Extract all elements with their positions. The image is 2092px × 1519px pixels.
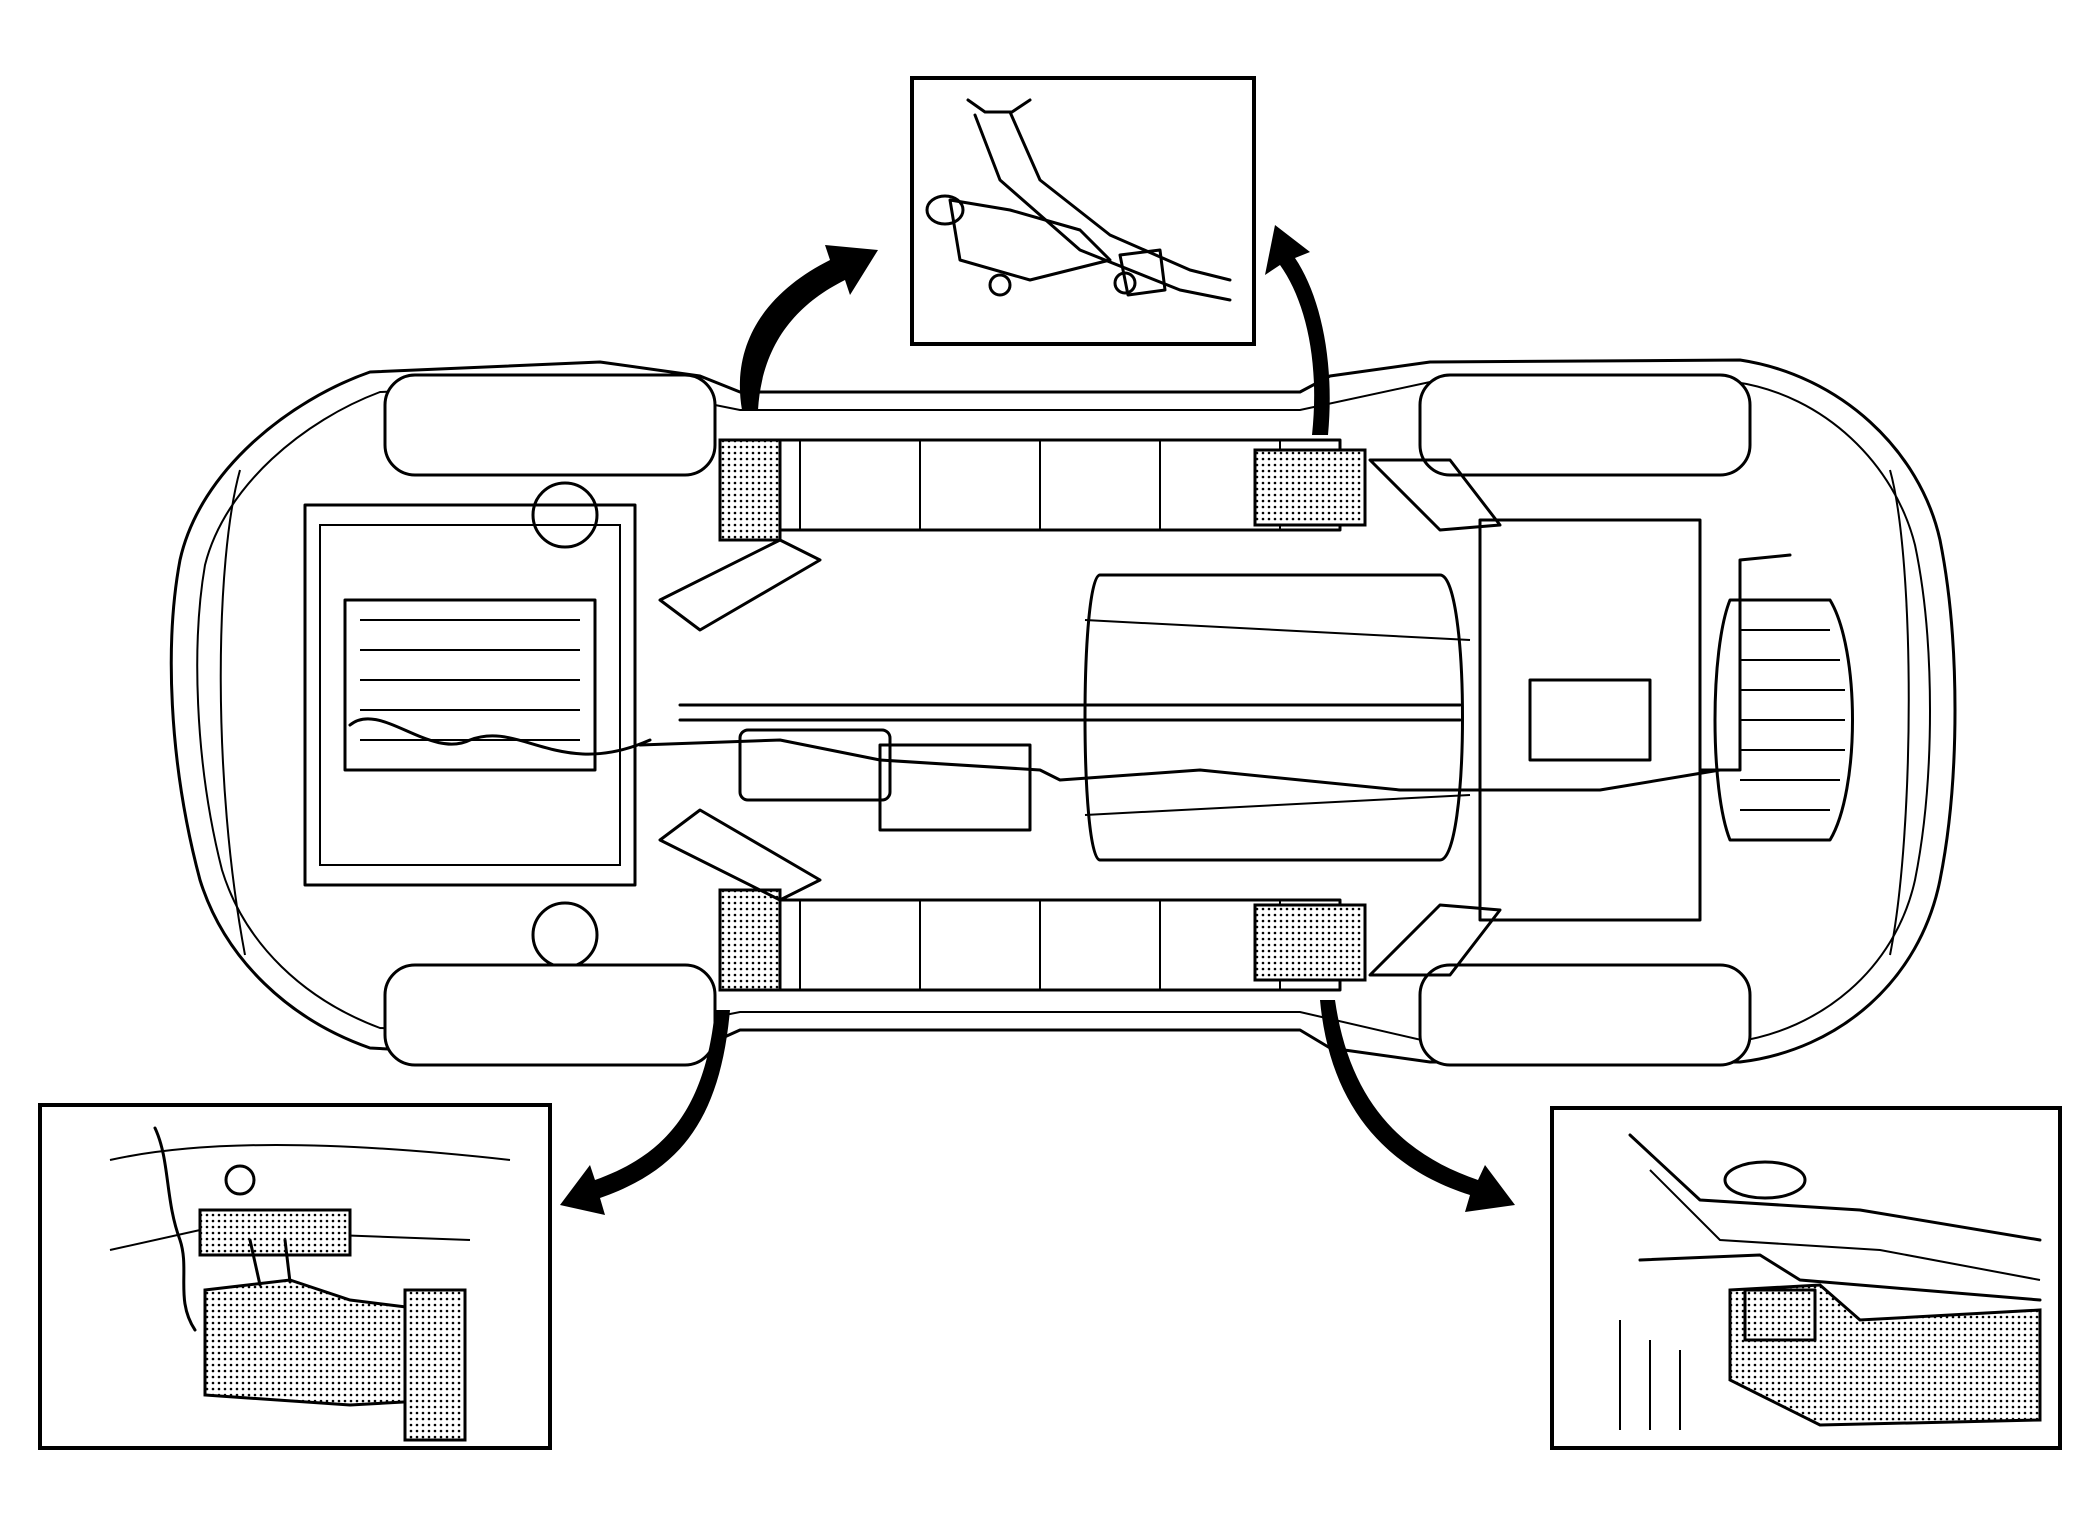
rear-panel-edge — [1628, 1133, 2042, 1242]
wheel-rear-right — [1418, 963, 1752, 1067]
rear-pad-detail — [1619, 1320, 1681, 1430]
subframe-bracket — [1638, 1253, 2042, 1302]
rear-differential — [1528, 678, 1652, 762]
front-cradle — [303, 503, 637, 887]
rear-panel-edge-2 — [1649, 1169, 2041, 1281]
intake-pipe — [348, 717, 652, 756]
rail-detail-right — [799, 900, 1281, 990]
jack-wheel-front — [988, 273, 1012, 297]
arrow-front-right — [560, 1010, 730, 1215]
wheel-front-left — [383, 373, 717, 477]
pinch-weld-pad — [198, 1208, 352, 1257]
engine-detail — [360, 619, 580, 741]
heat-shield-ribs — [1740, 629, 1845, 811]
body-panel-line-1 — [109, 1144, 511, 1161]
jack-saddle — [966, 98, 1032, 114]
engine-block — [343, 598, 597, 772]
rail-detail-left — [799, 440, 1281, 530]
fuel-tank-strap-2 — [1084, 794, 1471, 816]
inset-front-lift-pad — [38, 1103, 552, 1450]
wire-harness — [153, 1126, 197, 1332]
exhaust-pipe — [638, 738, 1722, 792]
inset-rear-lift-pad — [1550, 1106, 2062, 1450]
front-strut-left — [531, 481, 599, 549]
rear-heat-shield — [1713, 598, 1854, 842]
resonator — [878, 743, 1032, 832]
fuel-tank-strap-1 — [1084, 619, 1471, 641]
driveshaft — [678, 703, 1462, 722]
inset-floor-jack — [910, 76, 1256, 346]
jack-body — [948, 198, 1112, 282]
lift-block-saddle — [248, 1238, 292, 1287]
lift-pad-rear-right — [1253, 903, 1367, 982]
callout-arrows — [560, 225, 1515, 1215]
rear-subframe — [1478, 518, 1702, 922]
vehicle-underbody — [169, 358, 1957, 1067]
rear-lift-pad-head — [1743, 1288, 1817, 1342]
arrow-front-left — [739, 245, 878, 410]
rear-lift-pad-stipple — [1728, 1283, 2042, 1427]
rear-mount-boss — [1723, 1160, 1807, 1200]
rear-bumper-line — [1889, 469, 1910, 956]
lift-pad-front-right — [718, 888, 782, 992]
body-inner-outline — [196, 380, 1931, 1043]
fuel-tank — [1083, 573, 1464, 862]
lift-pad-front-left — [718, 438, 782, 542]
jack-arm — [973, 113, 1232, 302]
wheel-front-right — [383, 963, 717, 1067]
jack-post — [403, 1288, 467, 1442]
rear-exhaust-loop — [1698, 553, 1792, 772]
front-bumper-line — [219, 469, 246, 956]
front-control-arm-right — [658, 808, 822, 902]
arrow-rear-right — [1320, 1000, 1515, 1212]
rear-subframe-arm-right — [1368, 903, 1502, 977]
bolt-head — [224, 1164, 256, 1196]
front-cradle-inner — [319, 524, 621, 866]
front-strut-right — [531, 901, 599, 969]
front-control-arm-left — [658, 538, 822, 632]
jack-arm-lower — [1008, 110, 1232, 282]
arrow-rear-left — [1265, 225, 1330, 435]
jack-handle-end — [925, 194, 965, 226]
body-outline — [169, 358, 1957, 1064]
inset-frame-top — [910, 76, 1256, 346]
wheel-rear-left — [1418, 373, 1752, 477]
catalytic-converter — [738, 728, 892, 802]
rear-subframe-arm-left — [1368, 458, 1502, 532]
lift-pad-rear-left — [1253, 448, 1367, 527]
jack-pad-block — [1118, 248, 1167, 297]
